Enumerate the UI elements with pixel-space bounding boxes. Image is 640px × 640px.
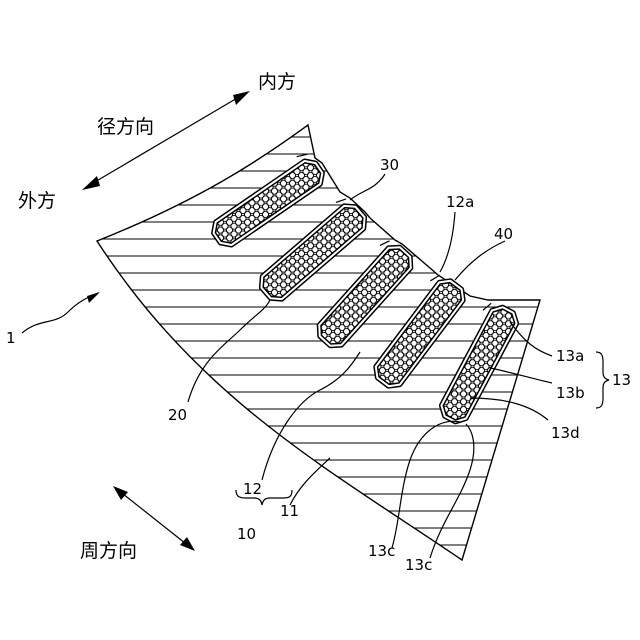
label-12a: 12a — [446, 193, 474, 211]
label-13b: 13b — [556, 384, 585, 402]
brace-13 — [596, 352, 609, 408]
label-13a: 13a — [556, 347, 584, 365]
radial-direction-label: 径方向 — [97, 116, 154, 138]
label-11: 11 — [280, 502, 299, 520]
label-13d: 13d — [551, 424, 580, 442]
circumferential-direction-label: 周方向 — [80, 540, 137, 562]
label-10: 10 — [237, 525, 256, 543]
slot-coil-2-slot-edge — [336, 199, 346, 203]
inner-direction-label: 内方 — [258, 71, 296, 93]
label-40: 40 — [494, 225, 513, 243]
slot-coil-1-slot-edge — [297, 154, 308, 156]
slot-coil-1-conductors — [214, 161, 323, 245]
slot-coil-3-slot-edge — [380, 241, 390, 246]
radial-direction-arrow — [82, 91, 250, 190]
slot-coil-4-slot-edge — [430, 275, 439, 281]
label-20: 20 — [168, 406, 187, 424]
slot-coil-4-conductors — [376, 281, 463, 386]
label-13c-first: 13c — [368, 542, 395, 560]
slot-coil-3-conductors — [319, 247, 411, 345]
slot-coil-2-conductors — [261, 206, 364, 299]
label-12: 12 — [243, 480, 262, 498]
label-13: 13 — [612, 371, 631, 389]
label-30: 30 — [380, 156, 399, 174]
outer-direction-label: 外方 — [18, 190, 56, 212]
label-13c-second: 13c — [405, 556, 432, 574]
label-1: 1 — [6, 329, 16, 347]
